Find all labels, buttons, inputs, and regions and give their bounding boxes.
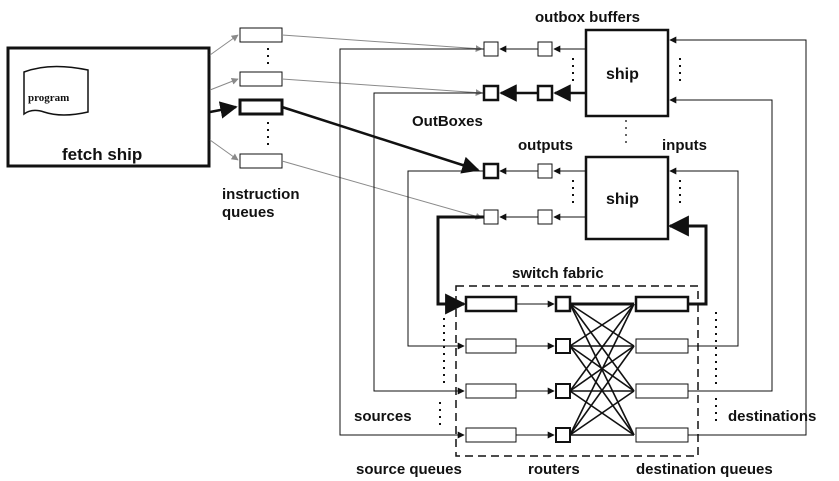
program-document-icon [23,65,89,116]
switch-fabric-boundary [455,285,699,457]
instruction-queue-active [238,98,284,116]
routers-label: routers [528,461,580,478]
source-queue [464,295,518,313]
outbox-buffers-label: outbox buffers [535,9,640,26]
destinations-label: destinations [728,408,816,425]
router [555,427,571,443]
ship-mid-label: ship [606,191,639,208]
instruction-queue [239,153,283,169]
outputs-label: outputs [518,137,573,154]
instruction-queues-label-2: queues [222,204,275,221]
outer-wires [339,36,807,439]
destination-queue [635,427,689,443]
outbox [483,209,499,225]
outbox-buffer [537,41,553,57]
inputs-label: inputs [662,137,707,154]
sources-label: sources [354,408,412,425]
source-queue [465,338,517,354]
source-queue [465,383,517,399]
output-buffer [537,209,553,225]
source-queues [464,295,518,443]
destination-queue [635,338,689,354]
destination-queue [634,295,690,313]
instruction-queues: instruction queues [222,27,300,221]
outbox-buffers-top [482,41,681,146]
fetch-ship-label: fetch ship [62,145,142,164]
ship-top-label: ship [606,66,639,83]
fetch-to-queues-arrows [209,34,239,161]
routers [516,295,572,443]
outbox-buffer [536,84,554,102]
instruction-queue [239,27,283,43]
outbox [483,41,499,57]
ship-top: ship [584,28,670,118]
destination-queues [634,295,690,443]
destination-queues-label: destination queues [636,461,773,478]
router [554,295,572,313]
source-queues-label: source queues [356,461,462,478]
program-label: program [28,92,69,104]
queue-to-box-arrows [281,34,483,220]
outbox [482,84,500,102]
fetch-ship: program fetch ship [6,46,211,168]
instruction-queues-label-1: instruction [222,186,300,203]
crossbar-links [569,302,635,436]
output-buffer [537,163,553,179]
source-queue [465,427,517,443]
switch-fabric-label: switch fabric [512,265,604,282]
instruction-queue [239,71,283,87]
outboxes-label: OutBoxes [412,113,483,130]
ship-mid: ship [584,155,670,241]
outbox [482,162,500,180]
router [555,383,571,399]
router [555,338,571,354]
destination-queue [635,383,689,399]
